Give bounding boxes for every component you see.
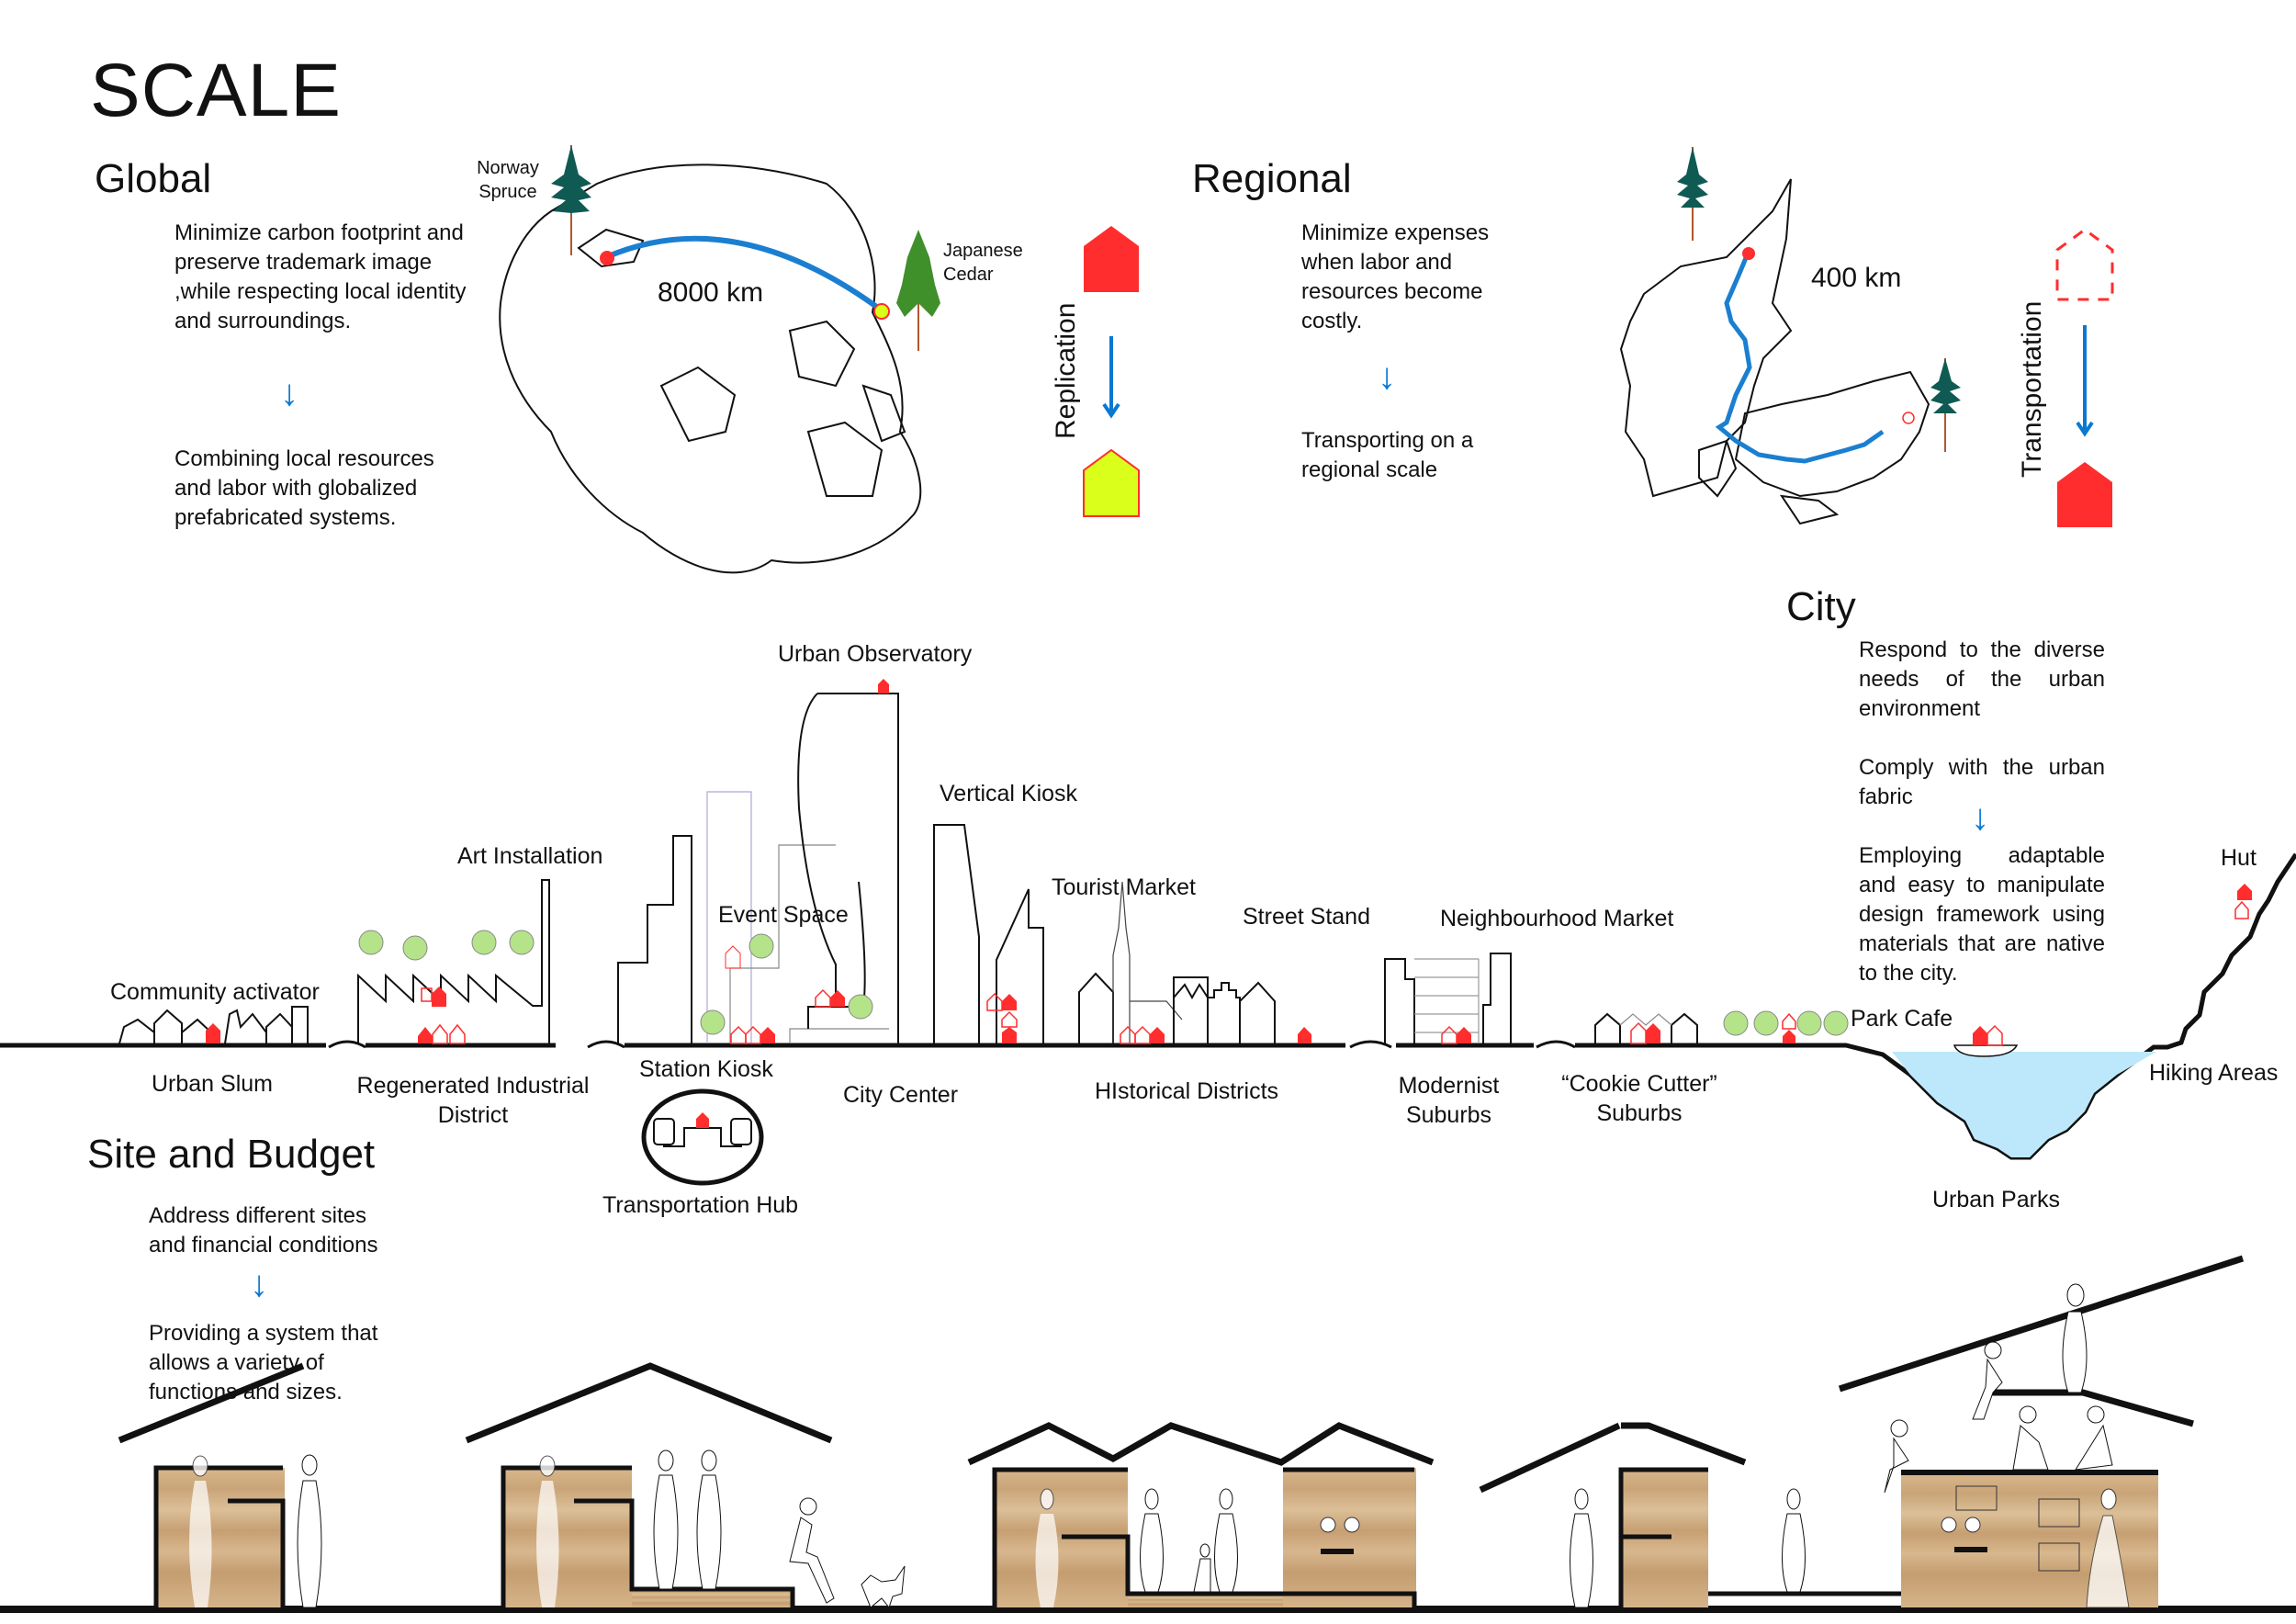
regional-route-line [1715, 253, 1885, 464]
label-community-activator: Community activator [110, 979, 320, 1005]
label-tourist-market: Tourist Market [1052, 874, 1196, 900]
label-urban-observatory: Urban Observatory [778, 641, 973, 667]
label-street-stand: Street Stand [1243, 904, 1370, 930]
japanese-cedar-label: Japanese Cedar [943, 241, 1023, 285]
down-arrow-icon: ↓ [1971, 797, 1989, 838]
regional-text-2: Transporting on a regional scale [1301, 428, 1474, 482]
industrial-kiosks [418, 987, 466, 1044]
district-city-center: City Center [843, 1082, 959, 1108]
regional-distance: 400 km [1811, 263, 1902, 293]
historical-kiosks [1120, 1025, 1311, 1044]
modernist-buildings [1384, 953, 1512, 1043]
global-text-2: Combining local resources and labor with… [174, 446, 434, 530]
city-center-buildings [617, 693, 1044, 1043]
norway-spruce-icon [551, 145, 591, 255]
district-cookie-cutter: “Cookie Cutter” Suburbs [1561, 1071, 1717, 1126]
city-text-1: Respond to the diverse needs of the urba… [1859, 637, 2105, 721]
global-text-1: Minimize carbon footprint and preserve t… [174, 220, 467, 333]
label-park-cafe: Park Cafe [1851, 1006, 1953, 1032]
denmark-map [1619, 178, 1930, 525]
japanese-cedar-icon [896, 230, 940, 351]
down-arrow-icon: ↓ [250, 1264, 268, 1304]
park-cafe-house-icon [1973, 1026, 1987, 1045]
label-neighbourhood-market: Neighbourhood Market [1440, 906, 1674, 931]
district-modernist: Modernist Suburbs [1398, 1073, 1500, 1128]
city-center-trees [700, 933, 873, 1035]
park-trees [1723, 1010, 1849, 1036]
source-house-icon [1084, 226, 1139, 292]
regional-destination-dot [1902, 412, 1915, 424]
label-art-installation: Art Installation [457, 843, 603, 869]
district-regenerated-industrial: Regenerated Industrial District [356, 1073, 590, 1128]
transportation-label: Transportation [2017, 300, 2047, 478]
delivered-house-icon [2057, 462, 2112, 527]
label-station-kiosk: Station Kiosk [639, 1056, 773, 1082]
regional-text-1: Minimize expenses when labor and resourc… [1301, 220, 1490, 333]
district-hiking-areas: Hiking Areas [2149, 1060, 2279, 1086]
city-text-2: Comply with the urban fabric [1859, 755, 2105, 809]
origin-dot [600, 251, 614, 265]
replica-house-icon [1083, 448, 1140, 517]
site-budget-text-2: Providing a system that allows a variety… [149, 1321, 378, 1404]
destination-dot [873, 303, 890, 320]
label-transportation-hub: Transportation Hub [602, 1192, 799, 1218]
global-route-line [604, 235, 884, 313]
label-hut: Hut [2221, 845, 2257, 871]
global-distance: 8000 km [658, 277, 764, 308]
regional-origin-dot [1742, 247, 1755, 260]
boat-icon [1953, 1044, 2019, 1057]
suburb-houses [1594, 1012, 1698, 1043]
unit-small [118, 1362, 322, 1608]
ground-break-1 [328, 1040, 366, 1049]
norway-spruce-label: Norway Spruce [477, 158, 539, 202]
suburb-kiosk-icon [1646, 1023, 1660, 1043]
label-vertical-kiosk: Vertical Kiosk [940, 781, 1078, 806]
globe-map [499, 164, 922, 574]
park-kiosk-icon [1783, 1030, 1795, 1043]
community-activator-house-icon [206, 1023, 220, 1043]
hut-icon [2237, 884, 2252, 900]
city-center-kiosks [725, 679, 1018, 1044]
spruce-icon-regional-2 [1930, 358, 1961, 452]
city-heading: City [1786, 584, 1856, 629]
global-heading: Global [95, 156, 212, 201]
down-arrow-icon: ↓ [1378, 356, 1396, 397]
spruce-icon-regional-1 [1677, 147, 1708, 241]
modernist-kiosk-icon [1457, 1027, 1471, 1043]
industrial-building [357, 879, 550, 1043]
district-urban-slum: Urban Slum [152, 1071, 273, 1097]
unit-tall [1479, 1255, 2245, 1608]
district-historical: HIstorical Districts [1095, 1078, 1279, 1104]
regional-heading: Regional [1192, 156, 1352, 201]
down-arrow-icon: ↓ [280, 373, 298, 413]
site-budget-text-1: Address different sites and financial co… [149, 1203, 378, 1257]
industrial-trees [358, 930, 535, 961]
ground-break-4 [1536, 1040, 1576, 1049]
site-budget-heading: Site and Budget [87, 1132, 376, 1177]
ground-break-3 [1349, 1040, 1392, 1049]
historical-buildings [1078, 881, 1276, 1043]
lake-water [1892, 1052, 2156, 1157]
unit-double [967, 1422, 1435, 1609]
ground-break-2 [587, 1040, 625, 1049]
transportation-hub-icon [641, 1088, 764, 1186]
unit-medium [465, 1362, 906, 1609]
replication-label: Replication [1051, 302, 1081, 439]
label-event-space: Event Space [718, 902, 849, 928]
city-text-3: Employing adaptable and easy to manipula… [1859, 843, 2105, 986]
district-urban-parks: Urban Parks [1932, 1187, 2060, 1212]
page-title: SCALE [90, 49, 342, 132]
dashed-house-icon [2055, 228, 2114, 301]
